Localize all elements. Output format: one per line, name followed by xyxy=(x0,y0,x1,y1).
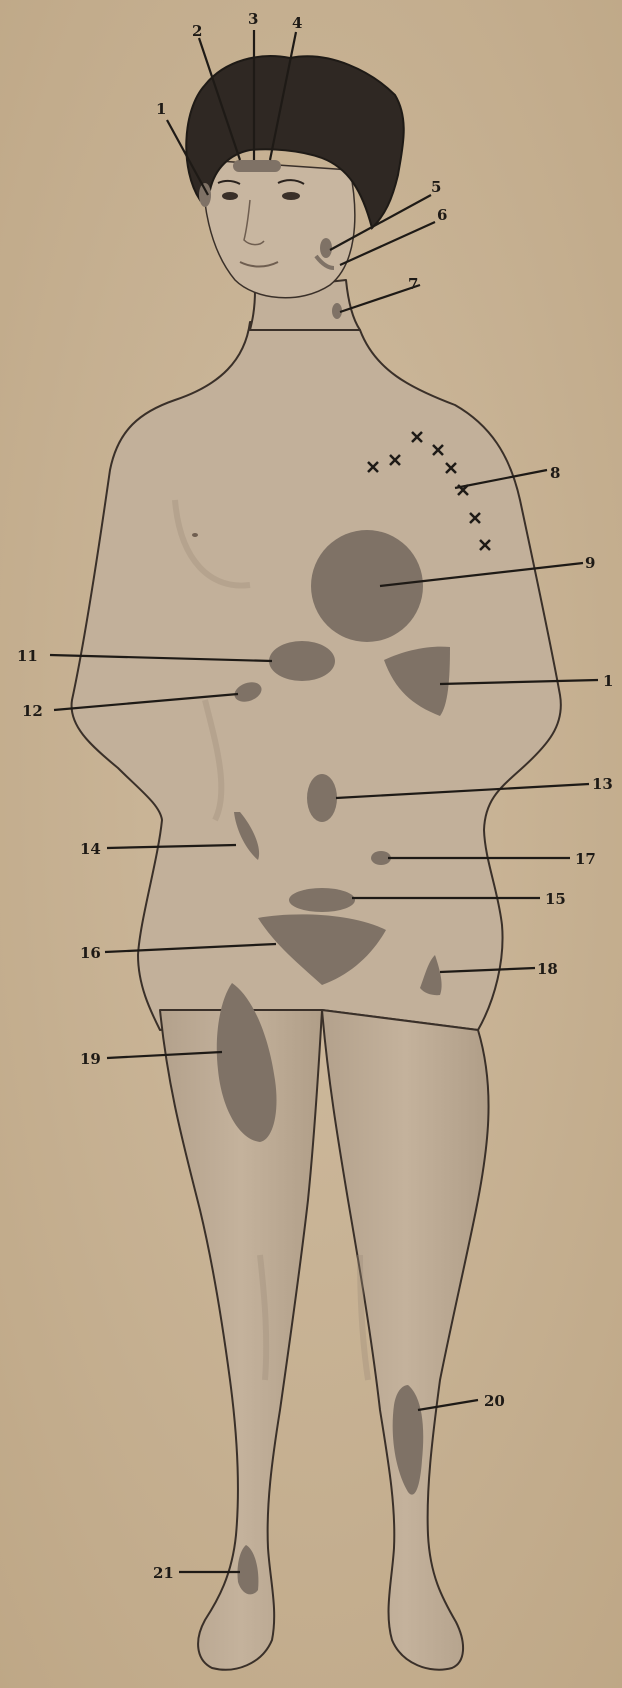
label-6: 6 xyxy=(437,206,447,224)
label-19: 19 xyxy=(80,1050,101,1068)
label-3: 3 xyxy=(248,10,258,28)
label-12: 12 xyxy=(22,702,43,720)
zone-9 xyxy=(311,530,423,642)
label-16: 16 xyxy=(80,944,101,962)
label-7: 7 xyxy=(408,275,418,293)
label-20: 20 xyxy=(484,1392,505,1410)
zone-1 xyxy=(199,183,211,207)
label-4: 4 xyxy=(292,14,302,32)
zone-13 xyxy=(307,774,337,822)
zone-15 xyxy=(289,888,355,912)
label-14: 14 xyxy=(80,840,101,858)
label-18: 18 xyxy=(537,960,558,978)
label-5: 5 xyxy=(431,178,441,196)
label-15: 15 xyxy=(545,890,566,908)
label-10: 1 xyxy=(603,672,613,690)
zone-2-3-4 xyxy=(233,160,281,172)
label-9: 9 xyxy=(585,554,595,572)
nipple-left xyxy=(192,533,198,537)
zone-5 xyxy=(320,238,332,258)
label-13: 13 xyxy=(592,775,613,793)
label-2: 2 xyxy=(192,22,202,40)
label-21: 21 xyxy=(153,1564,174,1582)
label-1: 1 xyxy=(156,100,166,118)
label-11: 11 xyxy=(17,647,38,665)
label-8: 8 xyxy=(550,464,560,482)
zone-11 xyxy=(269,641,335,681)
label-17: 17 xyxy=(575,850,596,868)
